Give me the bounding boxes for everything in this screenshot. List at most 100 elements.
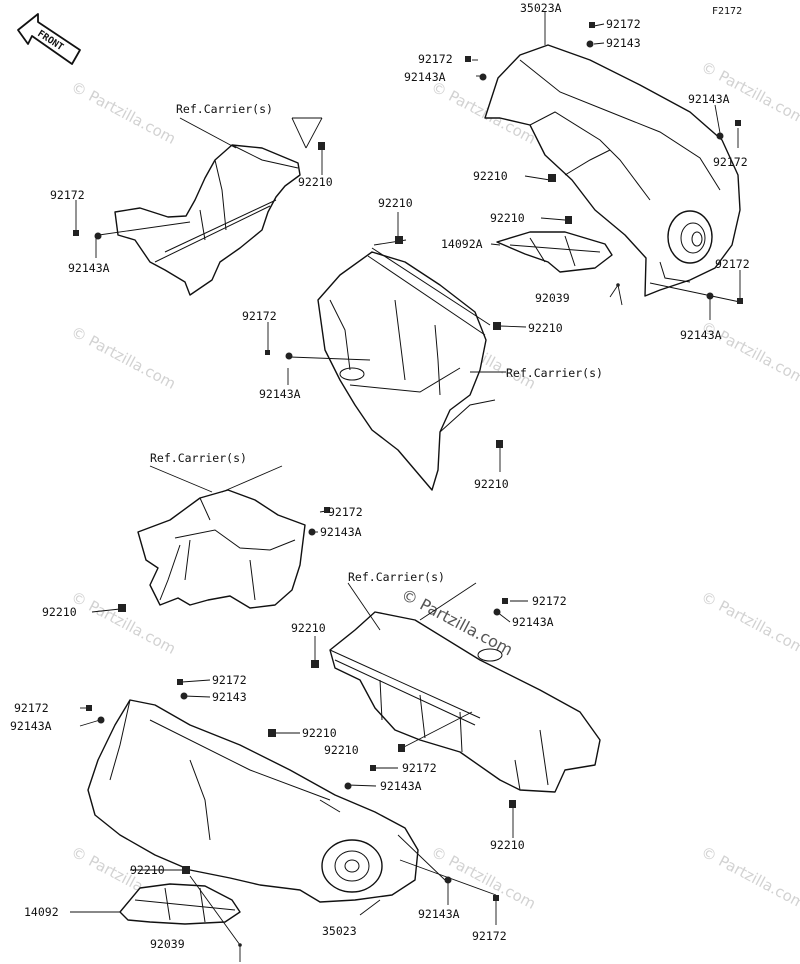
fender-front-left	[87, 699, 419, 903]
part-callout[interactable]: 92210	[302, 726, 337, 740]
part-callout[interactable]: 92210	[474, 477, 509, 491]
part-callout[interactable]: 92172	[472, 929, 507, 943]
nut-icon	[493, 608, 501, 616]
clip-icon	[398, 744, 405, 752]
nut-icon	[97, 716, 105, 724]
part-callout[interactable]: 14092	[24, 905, 59, 919]
clip-icon	[493, 322, 501, 330]
part-callout[interactable]: 92210	[130, 863, 165, 877]
pin-icon	[616, 283, 620, 287]
nut-icon	[716, 132, 724, 140]
front-arrow-icon: FRONT	[17, 13, 81, 65]
screw-icon	[73, 230, 79, 236]
screw-icon	[177, 679, 183, 685]
part-callout[interactable]: 92143A	[680, 328, 722, 342]
part-callout[interactable]: 92143A	[512, 615, 554, 629]
part-callout[interactable]: 92143A	[380, 779, 422, 793]
part-callout[interactable]: 92172	[418, 52, 453, 66]
part-callout[interactable]: 92143A	[68, 261, 110, 275]
clip-icon	[268, 729, 276, 737]
part-callout[interactable]: 92210	[42, 605, 77, 619]
part-callout[interactable]: 92172	[212, 673, 247, 687]
part-callout[interactable]: 92172	[328, 505, 363, 519]
nut-icon	[586, 40, 594, 48]
part-callout[interactable]: 92172	[713, 155, 748, 169]
part-callout[interactable]: 92210	[298, 175, 333, 189]
nut-icon	[285, 352, 293, 360]
part-callout[interactable]: 92172	[50, 188, 85, 202]
part-callout[interactable]: 92210	[490, 211, 525, 225]
part-callout[interactable]: 92210	[378, 196, 413, 210]
part-callout[interactable]: 92143	[212, 690, 247, 704]
watermark: © Partzilla.com	[68, 78, 179, 148]
part-callout[interactable]: 92210	[291, 621, 326, 635]
watermark: © Partzilla.com	[698, 843, 800, 913]
nut-icon	[706, 292, 714, 300]
part-callout[interactable]: Ref.Carrier(s)	[150, 451, 247, 465]
part-callout[interactable]: Ref.Carrier(s)	[176, 102, 273, 116]
part-callout[interactable]: 92210	[528, 321, 563, 335]
part-callout[interactable]: 92172	[532, 594, 567, 608]
part-callout[interactable]: Ref.Carrier(s)	[506, 366, 603, 380]
part-callout[interactable]: 92143A	[320, 525, 362, 539]
screw-icon	[265, 350, 270, 355]
clip-icon	[548, 174, 556, 182]
screw-icon	[86, 705, 92, 711]
part-callout[interactable]: 92143A	[259, 387, 301, 401]
carrier-fragment-middle-left	[137, 489, 306, 609]
part-callout[interactable]: 92172	[606, 17, 641, 31]
screw-icon	[324, 507, 330, 513]
screw-icon	[493, 895, 499, 901]
screw-icon	[737, 298, 743, 304]
screw-icon	[465, 56, 471, 62]
fender-front-right	[484, 44, 741, 297]
nut-icon	[308, 528, 316, 536]
screw-icon	[370, 765, 376, 771]
part-callout[interactable]: 92143	[606, 36, 641, 50]
clip-icon	[496, 440, 503, 448]
part-callout[interactable]: 92210	[324, 743, 359, 757]
callout-labels: 35023A 92172 92143 92172 92143A Ref.Carr…	[10, 1, 750, 951]
clip-icon	[311, 660, 319, 668]
bracket-14092	[119, 883, 241, 925]
part-callout[interactable]: 92210	[473, 169, 508, 183]
clip-icon	[565, 216, 572, 224]
carrier-center-upper	[317, 247, 496, 491]
watermark: © Partzilla.com	[428, 843, 539, 913]
fasteners	[73, 22, 743, 947]
nut-icon	[444, 876, 452, 884]
part-callout[interactable]: 92143A	[688, 92, 730, 106]
part-callout[interactable]: 92039	[535, 291, 570, 305]
screw-icon	[502, 598, 508, 604]
part-callout[interactable]: 35023	[322, 924, 357, 938]
nut-icon	[479, 73, 487, 81]
screw-icon	[589, 22, 595, 28]
watermark: © Partzilla.com	[698, 588, 800, 658]
part-callout[interactable]: 92172	[402, 761, 437, 775]
screw-icon	[735, 120, 741, 126]
diagram-code: F2172	[712, 6, 742, 17]
part-callout[interactable]: 92172	[715, 257, 750, 271]
part-callout[interactable]: 92172	[242, 309, 277, 323]
part-callout[interactable]: 92039	[150, 937, 185, 951]
part-callout[interactable]: 92210	[490, 838, 525, 852]
watermark: © Partzilla.com	[68, 323, 179, 393]
nut-icon	[344, 782, 352, 790]
part-callout[interactable]: 35023A	[520, 1, 562, 15]
nut-icon	[94, 232, 102, 240]
bracket-14092a	[496, 231, 613, 273]
carrier-fragment-top-left	[114, 144, 301, 296]
part-callout[interactable]: 92143A	[404, 70, 446, 84]
part-callout[interactable]: 92143A	[10, 719, 52, 733]
part-callout[interactable]: 92172	[14, 701, 49, 715]
clip-icon	[182, 866, 190, 874]
leader-lines	[70, 12, 741, 962]
nut-icon	[180, 692, 188, 700]
clip-icon	[395, 236, 403, 244]
clip-icon	[118, 604, 126, 612]
part-callout[interactable]: Ref.Carrier(s)	[348, 570, 445, 584]
part-callout[interactable]: 92143A	[418, 907, 460, 921]
clip-icon	[318, 142, 325, 150]
part-callout[interactable]: 14092A	[441, 237, 483, 251]
